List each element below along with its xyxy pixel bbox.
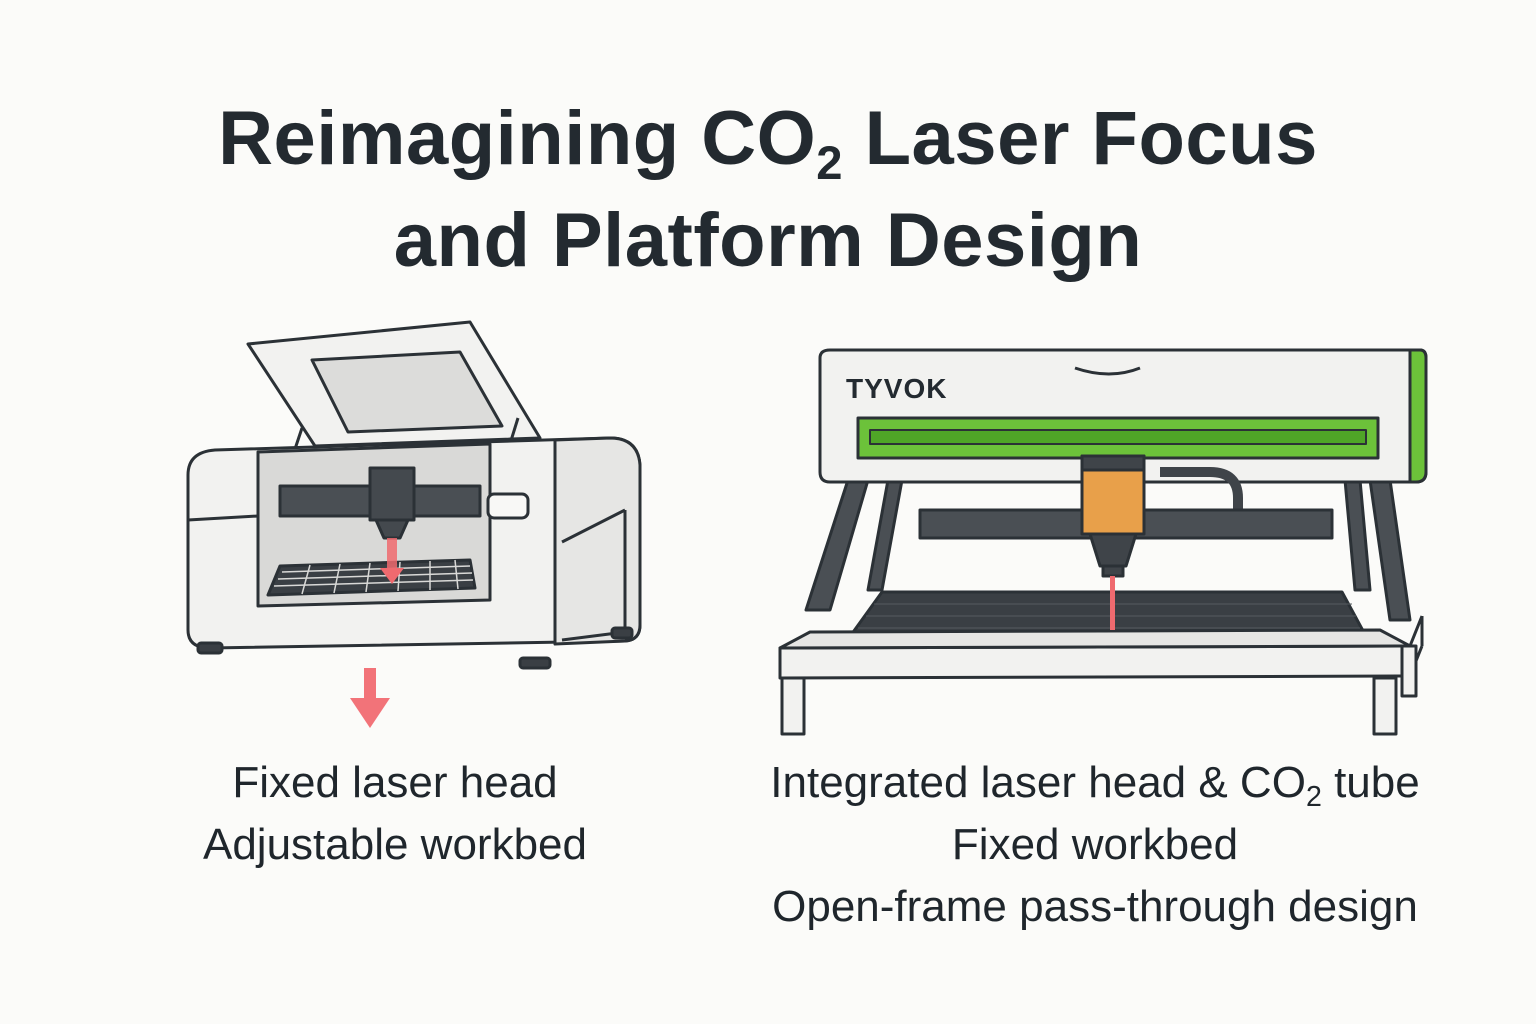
air-hose [1160, 467, 1243, 512]
title-text-b: Laser Focus [843, 96, 1318, 181]
right-caption-line-3: Open-frame pass-through design [772, 882, 1418, 931]
laser-beam [387, 538, 397, 572]
left-inner-leg [866, 478, 904, 592]
right-inner-leg [1343, 478, 1372, 592]
enclosed-laser-machine-illustration [186, 320, 642, 728]
open-frame-laser-illustration: TYVOK [778, 348, 1428, 736]
honeycomb-bed [266, 558, 477, 597]
title-text-a: Reimagining CO [218, 96, 817, 181]
page-title: Reimagining CO2 Laser Focus and Platform… [0, 88, 1536, 292]
right-caption-text-a: Integrated laser head & CO [770, 758, 1306, 807]
right-caption-line-1: Integrated laser head & CO2 tube [730, 752, 1460, 814]
left-caption-line-2: Adjustable workbed [202, 820, 587, 869]
base-frame [778, 644, 1412, 680]
lid-window [310, 350, 504, 434]
title-line-2: and Platform Design [393, 198, 1143, 283]
bed-down-arrow [350, 668, 390, 728]
right-caption: Integrated laser head & CO2 tube Fixed w… [730, 752, 1460, 938]
title-subscript: 2 [816, 136, 843, 190]
control-panel-window [486, 492, 530, 520]
left-leg [804, 478, 870, 612]
left-caption-line-1: Fixed laser head [232, 758, 558, 807]
right-leg [1368, 478, 1412, 622]
laser-head [368, 466, 416, 522]
title-line-1: Reimagining CO2 Laser Focus [0, 88, 1536, 190]
right-caption-text-b: tube [1321, 758, 1420, 807]
brand-logo: TYVOK [846, 373, 947, 404]
bed-grid [273, 559, 474, 595]
right-caption-subscript: 2 [1305, 780, 1322, 813]
right-caption-line-2: Fixed workbed [951, 820, 1239, 869]
laser-beam [1110, 576, 1115, 630]
left-caption: Fixed laser head Adjustable workbed [170, 752, 620, 876]
beam-arrow [380, 568, 404, 584]
